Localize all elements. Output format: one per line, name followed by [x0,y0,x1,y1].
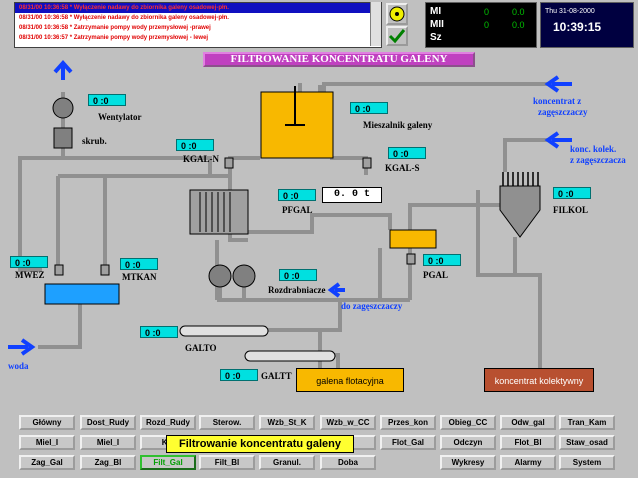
nav-button[interactable]: Zag_Gal [19,455,75,470]
galtt-label: GALTT [261,371,292,381]
nav-button[interactable]: Doba [320,455,376,470]
filkol-label: FILKOL [553,205,589,215]
wentylator-label: Wentylator [98,112,142,122]
pfgal-label: PFGAL [282,205,313,215]
nav-button[interactable]: Wykresy [440,455,496,470]
nav-button[interactable]: Zag_Bl [80,455,136,470]
status-label: MII [430,19,444,30]
nav-button[interactable]: Tran_Kam [559,415,615,430]
galto-readout: 0 :0 [140,326,178,338]
status-value: 0.0 [512,20,525,30]
kgal-s-readout: 0 :0 [388,147,426,159]
nav-button[interactable]: Główny [19,415,75,430]
mwez-readout: 0 :0 [10,256,48,268]
nav-button[interactable]: Miel_I [80,435,136,450]
status-label: Sz [430,32,442,43]
alarm-row[interactable]: 08/31/00 10:36:58 * Wyłączenie nadawy do… [15,3,381,13]
mtkan-label: MTKAN [122,272,157,282]
pgal-readout: 0 :0 [423,254,461,266]
kgal-s-label: KGAL-S [385,163,420,173]
nav-button[interactable]: Alarmy [500,455,556,470]
nav-button[interactable]: System [559,455,615,470]
nav-button[interactable]: Wzb_w_CC [320,415,376,430]
nav-button[interactable]: Flot_Bl [500,435,556,450]
confirm-all-button[interactable] [386,26,408,46]
tooltip: Filtrowanie koncentratu galeny [166,435,354,453]
status-label: MI [430,6,442,17]
skrubber-label: skrub. [82,136,107,146]
collective-conc-label-2: z zagęszczacza [570,155,626,165]
pfgal-weight-display: 0. 0 t [322,187,382,203]
crushers-label: Rozdrabniacze [268,285,326,295]
collective-conc-label: konc. kolek. [570,144,617,154]
nav-button[interactable]: Odw_gal [500,415,556,430]
nav-button[interactable]: Wzb_St_K [259,415,315,430]
crushers-readout: 0 :0 [279,269,317,281]
kgal-n-label: KGAL-N [183,154,219,164]
check-icon [388,29,406,44]
nav-button[interactable]: Staw_osad [559,435,615,450]
nav-button[interactable]: Dost_Rudy [80,415,136,430]
nav-button[interactable]: Odczyn [440,435,496,450]
water-label: woda [8,361,29,371]
nav-button[interactable]: Obieg_CC [440,415,496,430]
page-title: FILTROWANIE KONCENTRATU GALENY [203,52,475,67]
mill-status-panel: MI 0 0.0 MII 0 0.0 Sz [425,2,537,48]
alarm-row[interactable]: 08/31/00 10:36:58 * Zatrzymanie pompy wo… [19,25,211,31]
collective-concentrate-tank: koncentrat kolektywny [484,368,594,392]
status-value: 0 [484,7,490,17]
galtt-readout: 0 :0 [220,369,258,381]
alarm-row[interactable]: 08/31/00 10:36:57 * Zatrzymanie pompy wo… [19,35,209,41]
date-display: Thu 31-08-2000 [545,8,595,15]
galto-label: GALTO [185,343,217,353]
nav-button[interactable]: Filt_Gal [140,455,196,470]
nav-button[interactable]: Rozd_Rudy [140,415,196,430]
wentylator-readout: 0 :0 [88,94,126,106]
nav-button[interactable]: Filt_Bl [199,455,255,470]
clock-panel: Thu 31-08-2000 10:39:15 [540,2,634,48]
status-value: 0.0 [512,7,525,17]
mixer-readout: 0 :0 [350,102,388,114]
status-value: 0 [484,20,490,30]
pgal-label: PGAL [423,270,449,280]
nav-button[interactable]: Granul. [259,455,315,470]
pfgal-readout: 0 :0 [278,189,316,201]
nav-button[interactable]: Sterow. [199,415,255,430]
alarm-row[interactable]: 08/31/00 10:36:58 * Wyłączenie nadawy do… [19,15,229,21]
time-display: 10:39:15 [553,20,602,34]
concentrate-from-label: koncentrat z [533,96,582,106]
nav-button[interactable]: Miel_I [19,435,75,450]
alarm-bell-icon [389,6,405,22]
mwez-label: MWEZ [15,270,45,280]
nav-button[interactable]: Przes_kon [380,415,436,430]
mixer-label: Mieszalnik galeny [363,120,433,130]
nav-button[interactable]: Flot_Gal [380,435,436,450]
mtkan-readout: 0 :0 [120,258,158,270]
to-thickeners-label: do zagęszczaczy [341,301,403,311]
galena-flotation-tank: galena flotacyjna [296,368,404,392]
alarm-scrollbar[interactable] [370,2,381,46]
filkol-readout: 0 :0 [553,187,591,199]
acknowledge-alarm-button[interactable] [386,3,408,25]
alarm-list[interactable]: 08/31/00 10:36:58 * Wyłączenie nadawy do… [14,2,382,48]
concentrate-from-label-2: zagęszczaczy [538,107,588,117]
kgal-n-readout: 0 :0 [176,139,214,151]
